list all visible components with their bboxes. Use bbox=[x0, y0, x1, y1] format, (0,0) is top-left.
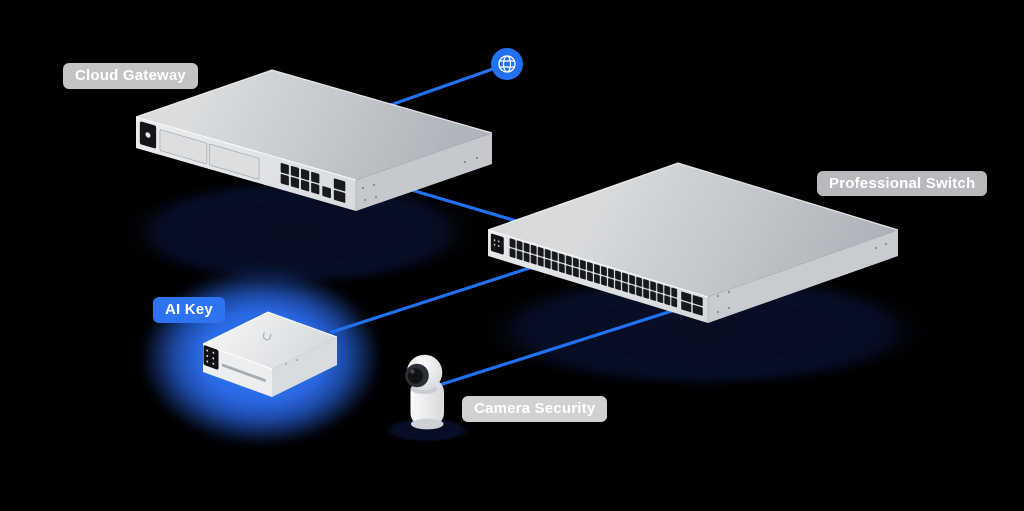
globe-circle bbox=[491, 48, 523, 80]
gateway-screws bbox=[361, 156, 479, 202]
cloud-gateway-device bbox=[135, 69, 493, 211]
gateway-drive-bay-2 bbox=[208, 143, 260, 180]
ubiquiti-logo-icon bbox=[262, 332, 272, 341]
gateway-sfp-port-2 bbox=[333, 189, 346, 203]
ai-key-label: AI Key bbox=[153, 297, 225, 323]
gateway-drive-bay-1 bbox=[159, 129, 208, 165]
globe-icon bbox=[498, 55, 516, 73]
gateway-shadow bbox=[115, 174, 485, 290]
connection-internet-gateway bbox=[383, 62, 509, 109]
ai-key-drive-slot bbox=[221, 363, 266, 382]
switch-sfp-ports bbox=[681, 291, 703, 316]
camera-shadow bbox=[381, 417, 473, 443]
professional-switch-label: Professional Switch bbox=[817, 171, 988, 196]
gateway-sfp-port-1 bbox=[333, 178, 346, 192]
switch-screws bbox=[716, 242, 888, 314]
cloud-gateway-label: Cloud Gateway bbox=[63, 63, 198, 89]
ai-key-front-panel bbox=[203, 345, 266, 382]
switch-shadow bbox=[470, 268, 940, 392]
ai-key-device bbox=[202, 311, 338, 397]
camera-device bbox=[405, 354, 444, 430]
switch-48-ethernet-ports bbox=[508, 237, 678, 309]
connection-camera-switch bbox=[428, 308, 677, 390]
switch-front-panel bbox=[490, 233, 703, 316]
switch-display bbox=[490, 233, 504, 255]
camera-security-label: Camera Security bbox=[462, 396, 608, 422]
gateway-ethernet-ports bbox=[280, 162, 346, 203]
internet-node bbox=[491, 48, 523, 80]
professional-switch-device bbox=[487, 162, 899, 323]
gateway-front-panel bbox=[139, 121, 346, 203]
gateway-wan-port bbox=[322, 186, 331, 199]
connection-aikey-switch bbox=[330, 260, 550, 334]
